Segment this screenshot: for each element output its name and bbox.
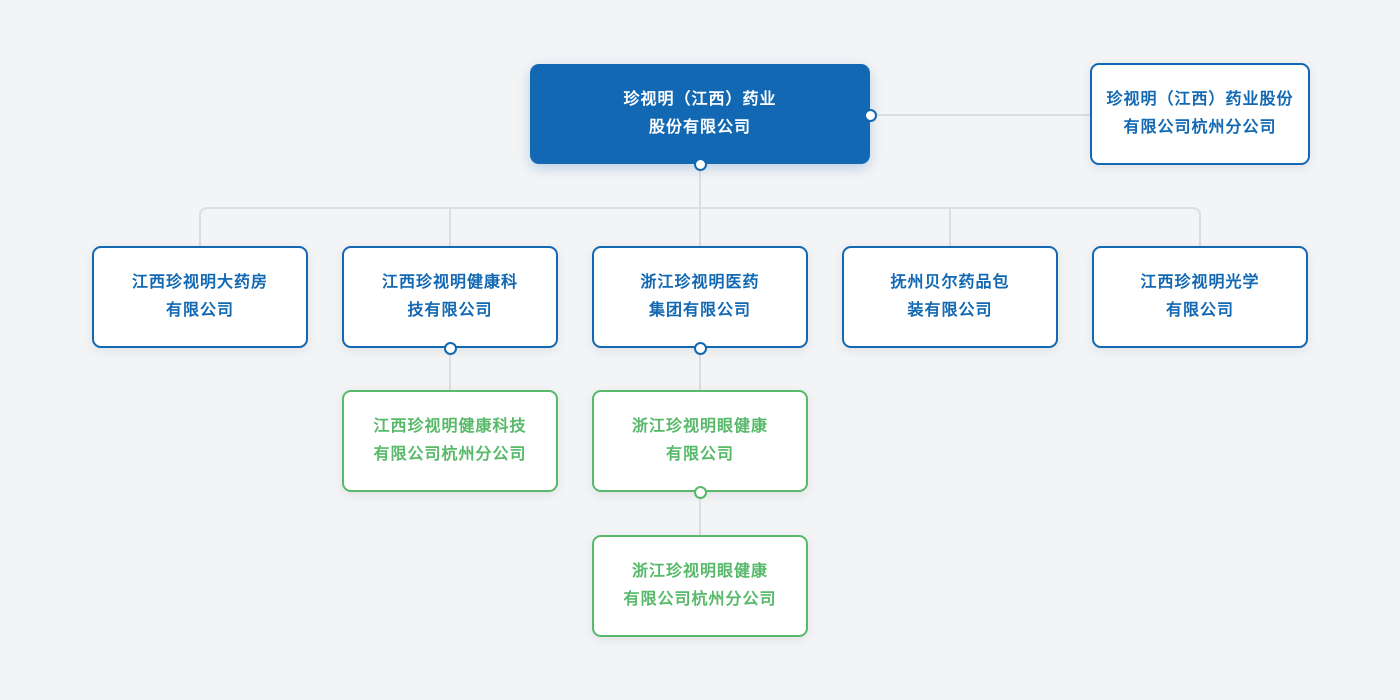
org-node-label-line: 抚州贝尔药品包 xyxy=(890,274,1010,291)
connector-drop-node4 xyxy=(949,208,951,246)
org-node-label-line: 浙江珍视明眼健康 xyxy=(631,418,768,435)
org-node-label-line: 有限公司杭州分公司 xyxy=(373,446,527,463)
org-node-label-line: 有限公司 xyxy=(665,446,734,463)
org-node-health-tech[interactable]: 江西珍视明健康科 技有限公司 xyxy=(342,246,558,348)
org-node-label-line: 有限公司 xyxy=(165,302,234,319)
connector-medicine-group-child xyxy=(699,348,701,390)
org-node-optics[interactable]: 江西珍视明光学 有限公司 xyxy=(1092,246,1308,348)
org-node-label-line: 珍视明（江西）药业股份 xyxy=(1106,91,1294,108)
org-node-root[interactable]: 珍视明（江西）药业 股份有限公司 xyxy=(530,64,870,164)
org-node-health-tech-hangzhou-branch[interactable]: 江西珍视明健康科技 有限公司杭州分公司 xyxy=(342,390,558,492)
org-node-label-line: 有限公司杭州分公司 xyxy=(1123,119,1277,136)
connector-drop-node3 xyxy=(699,208,701,246)
org-node-label-line: 装有限公司 xyxy=(907,302,993,319)
org-node-dayaofang[interactable]: 江西珍视明大药房 有限公司 xyxy=(92,246,308,348)
connector-health-tech-child xyxy=(449,348,451,390)
org-node-medicine-group[interactable]: 浙江珍视明医药 集团有限公司 xyxy=(592,246,808,348)
root-right-toggle-dot[interactable] xyxy=(864,109,877,122)
eye-health-toggle-dot[interactable] xyxy=(694,486,707,499)
org-node-label-line: 江西珍视明健康科技 xyxy=(373,418,527,435)
org-node-label-line: 有限公司 xyxy=(1165,302,1234,319)
org-node-eye-health-hangzhou-branch[interactable]: 浙江珍视明眼健康 有限公司杭州分公司 xyxy=(592,535,808,637)
org-node-label-line: 江西珍视明大药房 xyxy=(131,274,268,291)
root-bottom-toggle-dot[interactable] xyxy=(694,158,707,171)
org-node-label-line: 股份有限公司 xyxy=(648,119,751,136)
org-node-label-line: 江西珍视明光学 xyxy=(1140,274,1260,291)
medicine-group-toggle-dot[interactable] xyxy=(694,342,707,355)
health-tech-toggle-dot[interactable] xyxy=(444,342,457,355)
connector-root-branch xyxy=(870,114,1090,116)
org-node-label-line: 有限公司杭州分公司 xyxy=(623,591,777,608)
org-node-label-line: 浙江珍视明医药 xyxy=(640,274,760,291)
org-node-beier-packaging[interactable]: 抚州贝尔药品包 装有限公司 xyxy=(842,246,1058,348)
org-node-label-line: 江西珍视明健康科 xyxy=(381,274,518,291)
org-node-root-hangzhou-branch[interactable]: 珍视明（江西）药业股份 有限公司杭州分公司 xyxy=(1090,63,1310,165)
connector-drop-node2 xyxy=(449,208,451,246)
org-node-eye-health[interactable]: 浙江珍视明眼健康 有限公司 xyxy=(592,390,808,492)
org-node-label-line: 浙江珍视明眼健康 xyxy=(631,563,768,580)
org-node-label-line: 集团有限公司 xyxy=(648,302,751,319)
connector-eye-health-child xyxy=(699,492,701,535)
connector-root-riser xyxy=(699,164,701,208)
org-node-label-line: 技有限公司 xyxy=(407,302,493,319)
org-node-label-line: 珍视明（江西）药业 xyxy=(623,91,777,108)
